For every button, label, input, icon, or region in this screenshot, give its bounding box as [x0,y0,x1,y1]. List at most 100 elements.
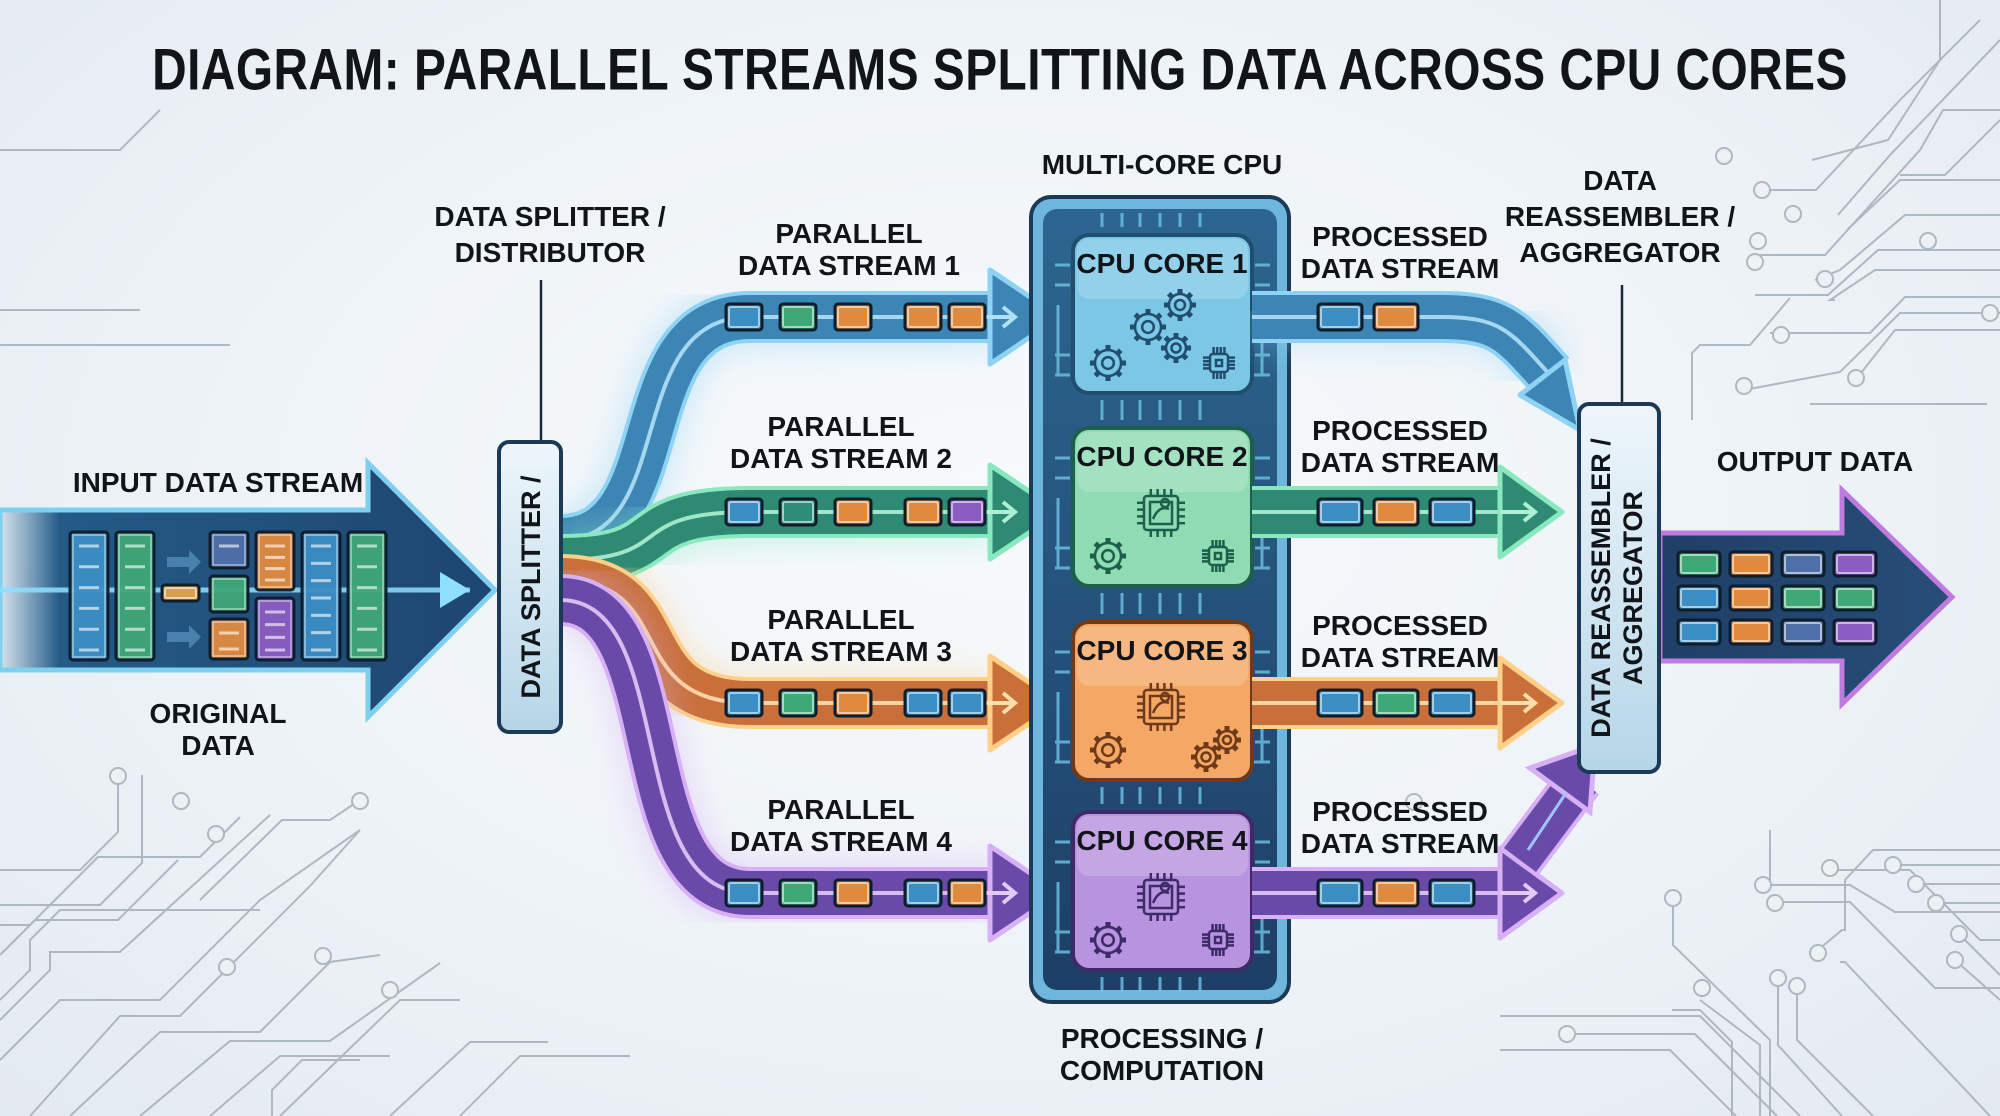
processed-3-label-line1: PROCESSED [1312,610,1488,641]
data-splitter-box: DATA SPLITTER / [497,440,563,734]
output-data-cell [1780,618,1826,646]
circuit-pad [1821,859,1839,877]
processed-stream-4 [1252,741,1600,941]
stream-1-packet [833,302,873,332]
cpu-core-2: CPU CORE 2 [1071,426,1254,588]
circuit-trace [1691,297,1791,420]
processed-1-packet [1372,302,1420,332]
processed-2-packet [1428,497,1476,527]
circuit-trace [1500,1049,1737,1116]
gear-icon [1161,333,1191,363]
circuit-trace [1958,933,2000,976]
stream-3-packet [903,688,943,718]
processed-center-line [1252,315,1552,377]
cpu-side-trace [1056,882,1068,954]
circuit-trace [1760,109,2000,256]
circuit-trace [1755,249,2000,296]
stream-3-packet [778,688,818,718]
circuit-pad [1558,1025,1576,1043]
circuit-pad [1749,232,1767,250]
stream-1-label-line2: DATA STREAM 1 [738,250,960,281]
input-label: INPUT DATA STREAM [73,467,363,498]
stream-2-packet [724,497,764,527]
circuit-trace [1770,296,2000,334]
processed-4-label-line1: PROCESSED [1312,796,1488,827]
output-data-cell [1780,584,1826,612]
stream-4-label-line1: PARALLEL [767,794,914,825]
circuit-trace [0,816,241,926]
cpu-core-label: CPU CORE 2 [1076,441,1247,472]
output-data-cell [1780,550,1826,578]
input-data-block [254,596,296,662]
parallel-streams [556,267,1063,943]
stream-4-label-line2: DATA STREAM 4 [730,826,952,857]
cpu-core-label: CPU CORE 3 [1076,635,1247,666]
stream-2-packet [778,497,818,527]
circuit-trace [0,814,271,1021]
circuit-pad [1981,304,1999,322]
aggregator-heading-line3: AGGREGATOR [1519,237,1720,268]
input-data-block [208,574,250,614]
circuit-pad [218,958,236,976]
cpu-footer-line1: PROCESSING / [1061,1023,1263,1054]
cpu-core-3: CPU CORE 3 [1071,620,1254,782]
circuit-pad [1946,951,1964,969]
output-data-cell [1676,550,1722,578]
splitter-box-label: DATA SPLITTER / [516,475,546,698]
circuit-pad [1950,925,1968,943]
circuit-pad [1772,326,1790,344]
gear-icon [1090,538,1126,574]
aggregator-heading-line2: REASSEMBLER / [1505,201,1735,232]
circuit-trace [1817,849,2000,951]
output-data-cell [1728,550,1774,578]
circuit-trace [1699,999,1761,1116]
output-data-cell [1676,584,1722,612]
gear-icon [1090,345,1126,381]
input-data-block [68,530,110,662]
cpu-footer-line2: COMPUTATION [1060,1055,1264,1086]
output-data-cell [1832,618,1878,646]
circuit-pad [1809,944,1827,962]
chip-icon [1202,540,1234,572]
gear-icon [1130,309,1166,345]
input-data-block [346,530,388,662]
stream-4-packet [947,878,987,908]
stream-1-packet [947,302,987,332]
circuit-pad [1754,876,1772,894]
processed-1-packet [1316,302,1364,332]
circuit-pad [1816,270,1834,288]
processor-chip-icon [1137,683,1185,731]
circuit-trace [1777,978,1843,1116]
gear-icon [1090,732,1126,768]
input-small-arrow-icon [167,625,201,649]
processed-3-packet [1428,688,1476,718]
circuit-pad [1927,894,1945,912]
stream-labels: PARALLEL DATA STREAM 1 PARALLEL DATA STR… [730,218,1499,859]
splitter-heading-line1: DATA SPLITTER / [434,201,665,232]
circuit-trace [271,1059,360,1116]
data-aggregator-box: DATA REASSEMBLER / AGGREGATOR [1577,402,1661,774]
circuit-pad [1788,977,1806,995]
circuit-pad [109,767,127,785]
processed-1-label-line1: PROCESSED [1312,221,1488,252]
input-data-block [208,617,250,661]
stream-2-packet [947,497,987,527]
stream-4-packet [724,878,764,908]
stream-3-packet [724,688,764,718]
aggregator-box-label-line1: DATA REASSEMBLER / [1586,438,1616,738]
circuit-trace [1954,959,2000,1001]
cpu-side-trace [1056,498,1068,570]
gear-icon [1090,922,1126,958]
original-data-label-line2: DATA [181,730,255,761]
circuit-pad [381,981,399,999]
processed-2-label-line1: PROCESSED [1312,415,1488,446]
circuit-pad [172,792,190,810]
stream-4-packet [778,878,818,908]
circuit-trace [1762,19,1981,191]
circuit-trace [0,109,161,151]
circuit-pad [1715,147,1733,165]
input-data-packet [160,583,201,603]
output-data-grid [1676,550,1878,646]
stream-3-packet [833,688,873,718]
